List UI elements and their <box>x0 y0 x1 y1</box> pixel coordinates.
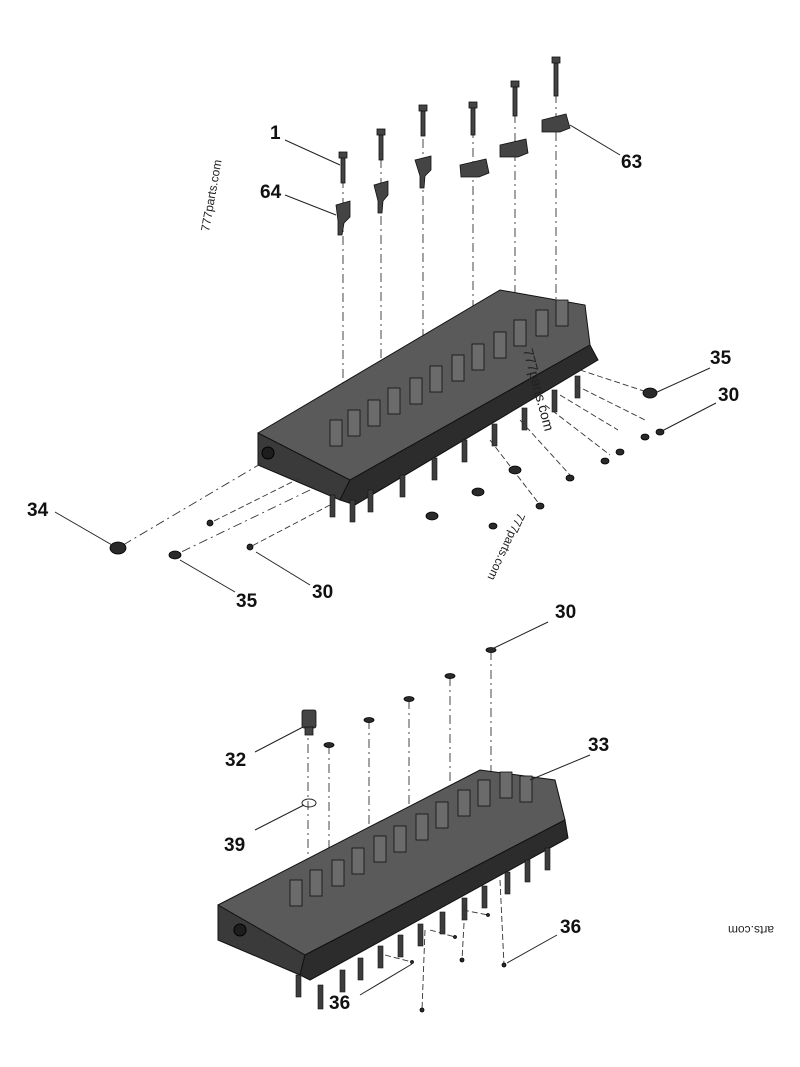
callout-1: 1 <box>270 123 281 144</box>
watermark-vertical: 777parts.com <box>198 158 224 232</box>
watermark-rotated-lower: 777parts.com <box>485 511 528 583</box>
callout-35-right: 35 <box>710 348 732 369</box>
valve-springs-lower <box>289 771 533 907</box>
watermark-flipped-right: arts.com <box>728 923 774 937</box>
upper-cylinder-head-assembly <box>54 56 717 593</box>
callout-36-left: 36 <box>329 993 350 1014</box>
callout-64: 64 <box>260 182 282 203</box>
o-ring-39 <box>301 798 317 808</box>
bolt-4 <box>459 101 490 178</box>
callout-30-left: 30 <box>312 582 333 603</box>
callout-32: 32 <box>225 750 246 771</box>
callout-33: 33 <box>588 735 609 756</box>
callout-63: 63 <box>621 152 642 173</box>
callout-39: 39 <box>224 835 245 856</box>
callout-labels: 1 64 63 35 30 34 35 30 30 32 33 39 36 36 <box>27 123 739 1014</box>
callout-35-left: 35 <box>236 591 258 612</box>
bolt-6 <box>541 56 571 133</box>
callout-30-right: 30 <box>718 385 739 406</box>
sensor-plug-32 <box>301 709 317 736</box>
valve-springs-upper <box>329 299 569 447</box>
washers-lower <box>323 647 497 748</box>
bolt-3 <box>414 104 432 189</box>
plugs-left-upper <box>109 462 331 560</box>
bolt-5 <box>499 80 529 158</box>
plugs-right-upper <box>425 369 665 530</box>
studs-upper <box>329 375 581 523</box>
callout-34: 34 <box>27 500 49 521</box>
bolt-1 <box>335 151 351 236</box>
pins-lower <box>384 879 507 1013</box>
bolt-2 <box>373 128 389 214</box>
callout-36-right: 36 <box>560 917 581 938</box>
lower-cylinder-head-assembly <box>217 621 591 1013</box>
callout-30-lower: 30 <box>555 602 576 623</box>
